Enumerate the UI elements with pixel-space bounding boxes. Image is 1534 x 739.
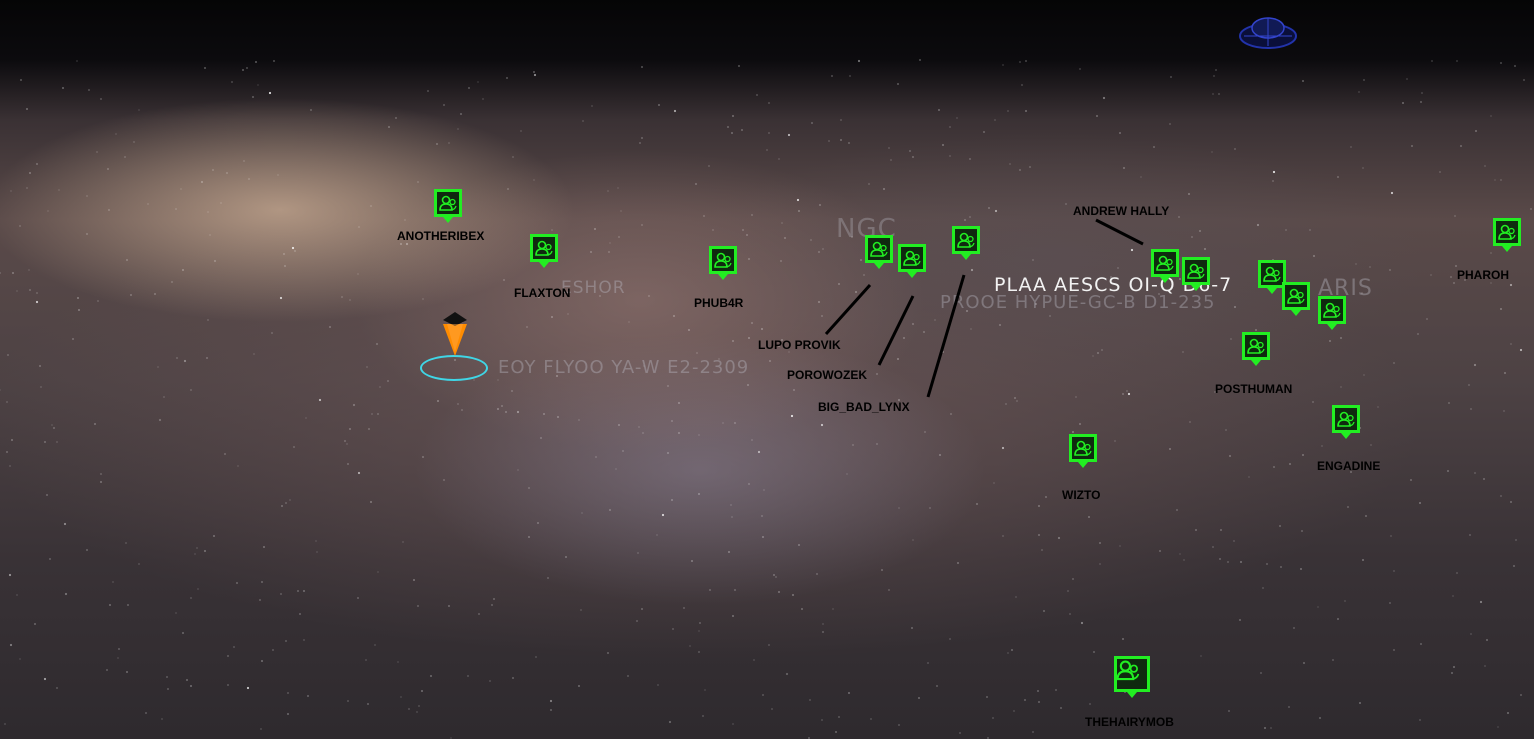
commander-marker[interactable] [1182, 257, 1210, 285]
commander-label-phub4r[interactable]: PHUB4R [694, 296, 744, 310]
commander-label-engadine[interactable]: ENGADINE [1317, 459, 1381, 473]
commander-marker[interactable] [1282, 282, 1310, 310]
commander-label-thehairymob[interactable]: THEHAIRYMOB [1085, 715, 1174, 729]
commander-label-porowozek[interactable]: POROWOZEK [787, 368, 867, 382]
commander-label-pharoh[interactable]: PHAROH [1457, 268, 1510, 282]
commander-marker[interactable] [530, 234, 558, 262]
current-system-ring [420, 355, 488, 381]
commander-label-big-bad-lynx[interactable]: BIG_BAD_LYNX [818, 400, 910, 414]
commander-marker[interactable] [1069, 434, 1097, 462]
commander-marker[interactable] [952, 226, 980, 254]
commander-label-wizto[interactable]: WIZTO [1062, 488, 1101, 502]
commander-marker[interactable] [709, 246, 737, 274]
commander-label-lupo-provik[interactable]: LUPO PROVIK [758, 338, 841, 352]
commander-marker[interactable] [1114, 656, 1150, 692]
ship-icon[interactable] [1238, 14, 1298, 55]
commander-marker[interactable] [1332, 405, 1360, 433]
system-label-current[interactable]: EOY FLYOO YA-W E2-2309 [498, 357, 750, 378]
commander-marker[interactable] [1242, 332, 1270, 360]
system-label-eshor[interactable]: ESHOR [561, 278, 626, 298]
commander-marker[interactable] [434, 189, 462, 217]
system-label-plaa[interactable]: PLAA AESCS OI-Q D6-7 [994, 274, 1233, 296]
commander-marker[interactable] [865, 235, 893, 263]
commander-marker[interactable] [1318, 296, 1346, 324]
commander-marker[interactable] [1493, 218, 1521, 246]
commander-marker[interactable] [1258, 260, 1286, 288]
commander-label-flaxton[interactable]: FLAXTON [514, 286, 571, 300]
system-label-proog[interactable]: PROOE HYPUE-GC-B D1-235 [940, 292, 1216, 313]
commander-label-andrew-hally[interactable]: ANDREW HALLY [1073, 204, 1170, 218]
commander-label-anotheribex[interactable]: ANOTHERIBEX [397, 229, 485, 243]
commander-marker[interactable] [898, 244, 926, 272]
destination-pin-icon[interactable] [441, 312, 469, 363]
commander-label-posthuman[interactable]: POSTHUMAN [1215, 382, 1293, 396]
commander-marker[interactable] [1151, 249, 1179, 277]
